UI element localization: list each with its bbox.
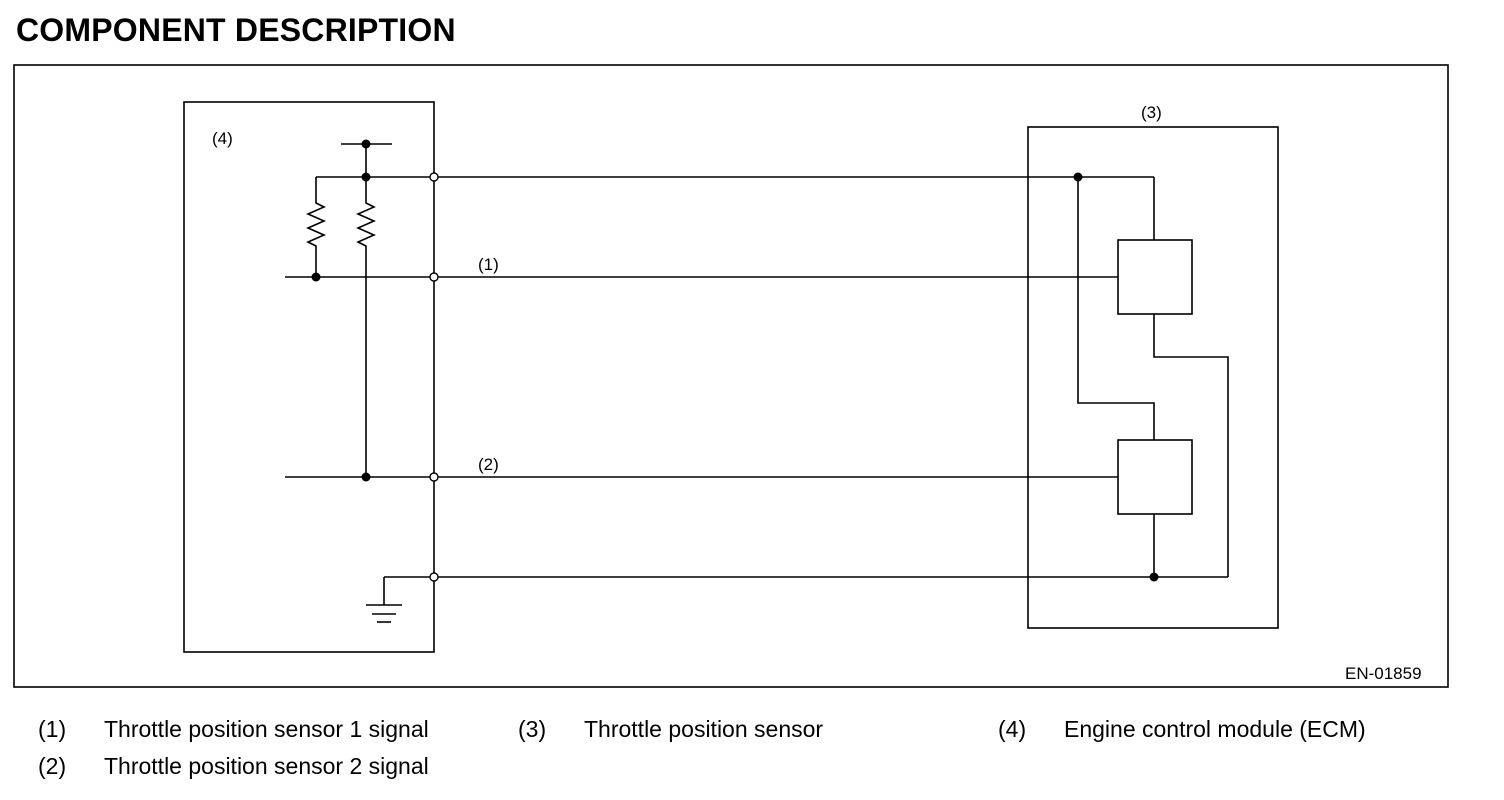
terminal	[429, 272, 439, 282]
junction-dot	[1149, 572, 1159, 582]
figure-id: EN-01859	[1345, 664, 1422, 683]
callout-2: (2)	[478, 455, 499, 474]
diagram-frame	[13, 64, 1449, 688]
resistor-1	[306, 177, 326, 277]
legend-number: (2)	[38, 753, 67, 779]
legend-number: (4)	[998, 716, 1027, 742]
legend-number: (3)	[518, 716, 547, 742]
callout-3: (3)	[1141, 103, 1162, 122]
terminal	[429, 572, 439, 582]
junction-dot	[361, 172, 371, 182]
legend-text: Throttle position sensor 2 signal	[104, 753, 429, 779]
sensor-element-2	[1117, 439, 1193, 515]
junction-dot	[1073, 172, 1083, 182]
callout-4: (4)	[212, 129, 233, 148]
ecm-box	[183, 101, 435, 653]
page-title: COMPONENT DESCRIPTION	[16, 12, 456, 48]
legend-number: (1)	[38, 716, 67, 742]
legend-text: Throttle position sensor	[584, 716, 824, 742]
resistor-2	[356, 177, 376, 477]
sensor-box	[1027, 126, 1279, 629]
junction-dot	[311, 272, 321, 282]
terminal	[429, 172, 439, 182]
terminal	[429, 472, 439, 482]
junction-dot	[361, 472, 371, 482]
junction-dot	[361, 139, 371, 149]
sensor-element-1	[1117, 239, 1193, 315]
legend-text: Throttle position sensor 1 signal	[104, 716, 429, 742]
callout-1: (1)	[478, 255, 499, 274]
legend-text: Engine control module (ECM)	[1064, 716, 1366, 742]
